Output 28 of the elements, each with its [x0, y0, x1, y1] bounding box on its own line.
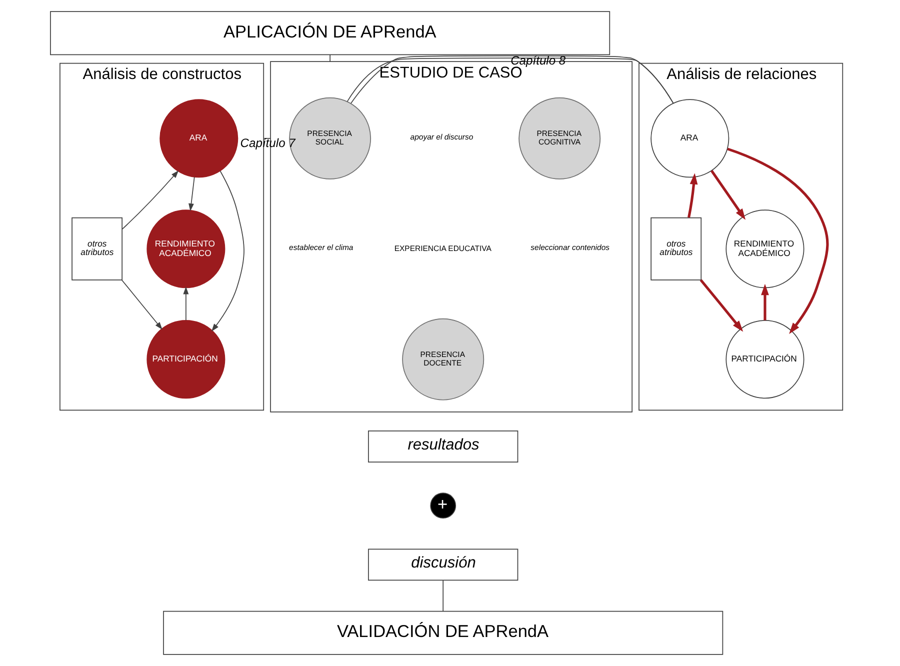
label: apoyar el discurso	[410, 132, 474, 142]
node-circle: PRESENCIA COGNITIVA	[518, 97, 601, 180]
node-circle: PRESENCIA DOCENTE	[402, 318, 484, 400]
arrow	[183, 286, 189, 321]
arrow	[700, 279, 744, 332]
node-circle: RENDIMIENTO ACADÉMICO	[146, 210, 226, 288]
arrow	[188, 176, 195, 212]
node-box: otros atributos	[72, 217, 122, 280]
node-circle: RENDIMIENTO ACADÉMICO	[726, 210, 804, 288]
arrow	[122, 170, 179, 230]
label: establecer el clima	[289, 242, 354, 252]
arrow	[688, 173, 698, 218]
node-box: APLICACIÓN DE APRendA	[50, 11, 610, 56]
label: seleccionar contenidos	[530, 242, 610, 252]
node-box: otros atributos	[650, 217, 702, 280]
arrow	[710, 170, 746, 220]
node-box: resultados	[368, 430, 518, 462]
node-circle: ARA	[650, 99, 730, 178]
connector	[442, 580, 444, 612]
node-box: VALIDACIÓN DE APRendA	[163, 610, 724, 655]
node-box: discusión	[368, 548, 518, 581]
label: EXPERIENCIA EDUCATIVA	[394, 244, 492, 253]
arrow	[121, 280, 162, 330]
arrow	[727, 148, 829, 334]
arrow	[761, 284, 769, 320]
node-circle: +	[430, 492, 456, 519]
arrow	[211, 170, 244, 332]
connector	[346, 55, 674, 104]
